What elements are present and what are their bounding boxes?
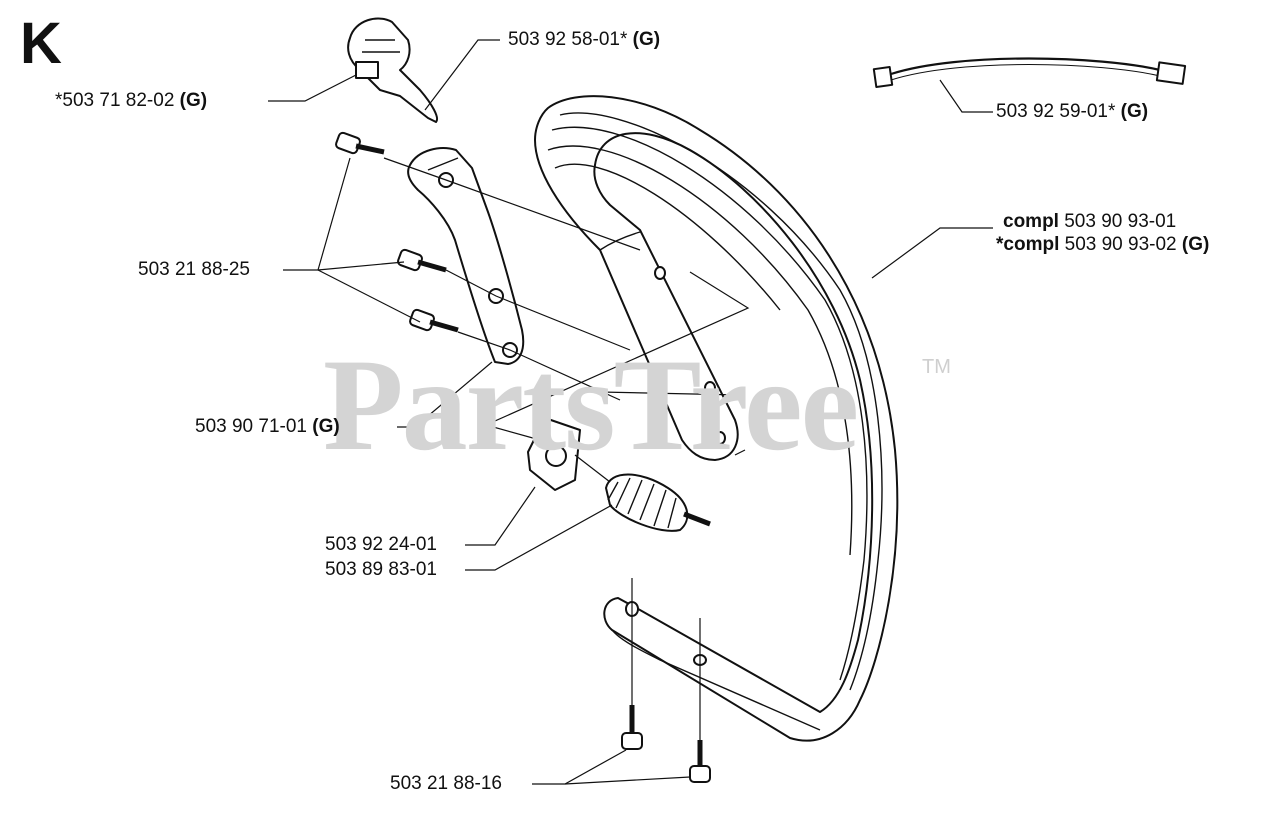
label-trigger-assembly: *503 71 82-02 (G) [55,90,208,111]
clip-part [527,417,581,491]
label-bracket: 503 90 71-01 (G) [195,416,340,437]
assembly-lines [383,157,750,740]
trigger-assembly-part [347,17,438,123]
leader-lines [268,39,993,785]
cable-part [872,57,1187,89]
label-handle-lever: 503 92 58-01* (G) [508,29,661,50]
spring-part [605,473,711,532]
label-handle-compl-1: compl 503 90 93-01 [1003,211,1177,232]
label-cable: 503 92 59-01* (G) [996,101,1149,122]
screw-part-3 [409,308,459,333]
label-screws-bottom: 503 21 88-16 [390,773,502,794]
screw-part-5 [689,740,711,783]
watermark-trademark: TM [922,356,951,378]
screw-part-4 [621,705,643,750]
mounting-bracket-part [407,147,525,365]
screw-part-1 [335,131,385,155]
label-handle-compl-2: *compl 503 90 93-02 (G) [996,234,1210,255]
section-letter: K [20,11,62,76]
label-spring: 503 89 83-01 [325,559,437,580]
watermark-text: PartsTree [323,331,859,478]
label-screws-top: 503 21 88-25 [138,259,250,280]
screw-part-2 [397,248,447,273]
label-clip: 503 92 24-01 [325,534,437,555]
